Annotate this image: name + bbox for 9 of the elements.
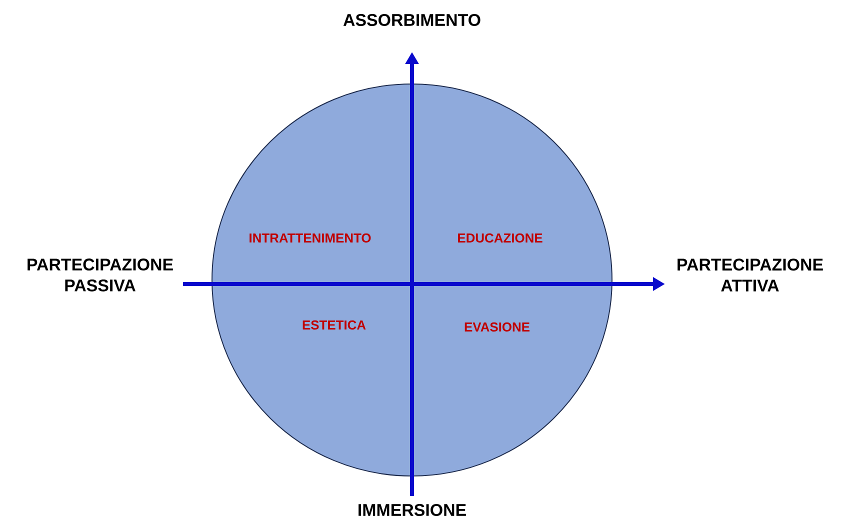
quadrant-label: EVASIONE [464, 322, 530, 332]
quadrant-label: EDUCAZIONE [458, 233, 542, 243]
axis-label: IMMERSIONE [358, 504, 466, 516]
axis-label: PARTECIPAZIONE ATTIVA [678, 258, 823, 292]
quadrant-circle [212, 84, 612, 476]
quadrant-label: ESTETICA [302, 320, 366, 330]
axis-label: PARTECIPAZIONE PASSIVA [28, 258, 173, 292]
axis-label: ASSORBIMENTO [343, 14, 480, 26]
quadrant-label: INTRATTENIMENTO [250, 233, 371, 243]
